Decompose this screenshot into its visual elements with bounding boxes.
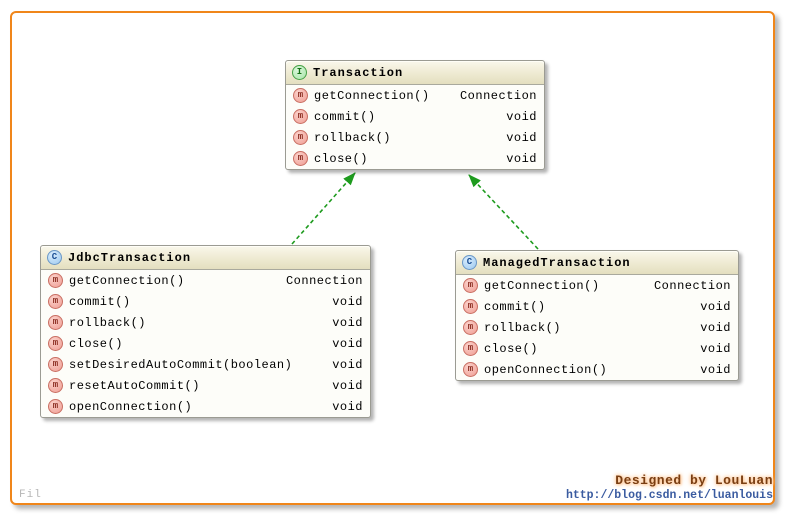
- method-icon: m: [463, 299, 478, 314]
- method-return-type: void: [506, 109, 537, 124]
- method-name: rollback(): [314, 130, 392, 145]
- method-name: rollback(): [69, 315, 147, 330]
- class-box-jdbctransaction[interactable]: C JdbcTransaction m getConnection() Connec…: [40, 245, 371, 418]
- method-row[interactable]: m close() void: [41, 333, 370, 354]
- method-return-type: void: [332, 336, 363, 351]
- class-name: Transaction: [313, 65, 404, 80]
- method-name: commit(): [484, 299, 546, 314]
- method-row[interactable]: m openConnection() void: [456, 359, 738, 380]
- method-return-type: void: [506, 151, 537, 166]
- method-row[interactable]: m resetAutoCommit() void: [41, 375, 370, 396]
- method-name: getConnection(): [484, 278, 600, 293]
- class-name: ManagedTransaction: [483, 255, 631, 270]
- method-icon: m: [293, 151, 308, 166]
- class-header[interactable]: C ManagedTransaction: [456, 251, 738, 275]
- class-box-transaction[interactable]: I Transaction m getConnection() Connection…: [285, 60, 545, 170]
- method-return-type: Connection: [285, 273, 363, 288]
- class-name: JdbcTransaction: [68, 250, 192, 265]
- method-return-type: void: [506, 130, 537, 145]
- method-name: getConnection(): [314, 88, 430, 103]
- method-name: commit(): [314, 109, 376, 124]
- method-row[interactable]: m getConnection() Connection: [286, 85, 544, 106]
- method-row[interactable]: m rollback() void: [41, 312, 370, 333]
- method-icon: m: [463, 341, 478, 356]
- method-return-type: Connection: [653, 278, 731, 293]
- method-return-type: void: [332, 378, 363, 393]
- method-row[interactable]: m setDesiredAutoCommit(boolean) void: [41, 354, 370, 375]
- method-icon: m: [48, 399, 63, 414]
- cropped-watermark-text: Fil: [19, 489, 42, 501]
- class-header[interactable]: C JdbcTransaction: [41, 246, 370, 270]
- method-row[interactable]: m commit() void: [286, 106, 544, 127]
- method-row[interactable]: m getConnection() Connection: [41, 270, 370, 291]
- method-return-type: void: [332, 315, 363, 330]
- method-name: openConnection(): [69, 399, 193, 414]
- method-icon: m: [293, 130, 308, 145]
- method-name: close(): [69, 336, 123, 351]
- method-icon: m: [48, 378, 63, 393]
- method-row[interactable]: m openConnection() void: [41, 396, 370, 417]
- class-icon: C: [47, 250, 62, 265]
- method-row[interactable]: m commit() void: [456, 296, 738, 317]
- designed-by-text: Designed by LouLuan: [615, 473, 773, 488]
- method-name: setDesiredAutoCommit(boolean): [69, 357, 293, 372]
- method-return-type: void: [332, 294, 363, 309]
- method-name: commit(): [69, 294, 131, 309]
- class-header[interactable]: I Transaction: [286, 61, 544, 85]
- method-name: close(): [484, 341, 538, 356]
- method-return-type: void: [332, 399, 363, 414]
- method-icon: m: [463, 362, 478, 377]
- method-icon: m: [48, 294, 63, 309]
- method-icon: m: [463, 278, 478, 293]
- class-icon: C: [462, 255, 477, 270]
- method-return-type: void: [332, 357, 363, 372]
- method-row[interactable]: m commit() void: [41, 291, 370, 312]
- interface-icon: I: [292, 65, 307, 80]
- method-return-type: void: [700, 320, 731, 335]
- method-row[interactable]: m rollback() void: [286, 127, 544, 148]
- method-icon: m: [293, 109, 308, 124]
- method-icon: m: [463, 320, 478, 335]
- method-name: rollback(): [484, 320, 562, 335]
- class-box-managedtransaction[interactable]: C ManagedTransaction m getConnection() Con…: [455, 250, 739, 381]
- method-name: resetAutoCommit(): [69, 378, 200, 393]
- method-name: close(): [314, 151, 368, 166]
- method-return-type: void: [700, 341, 731, 356]
- method-return-type: void: [700, 362, 731, 377]
- method-icon: m: [48, 336, 63, 351]
- method-return-type: void: [700, 299, 731, 314]
- method-icon: m: [48, 273, 63, 288]
- credit-block: Designed by LouLuan http://blog.csdn.net…: [566, 473, 773, 502]
- method-row[interactable]: m getConnection() Connection: [456, 275, 738, 296]
- method-row[interactable]: m close() void: [456, 338, 738, 359]
- method-name: getConnection(): [69, 273, 185, 288]
- method-icon: m: [293, 88, 308, 103]
- blog-url-text[interactable]: http://blog.csdn.net/luanlouis: [565, 489, 773, 502]
- method-name: openConnection(): [484, 362, 608, 377]
- method-row[interactable]: m rollback() void: [456, 317, 738, 338]
- method-row[interactable]: m close() void: [286, 148, 544, 169]
- method-icon: m: [48, 315, 63, 330]
- method-icon: m: [48, 357, 63, 372]
- method-return-type: Connection: [459, 88, 537, 103]
